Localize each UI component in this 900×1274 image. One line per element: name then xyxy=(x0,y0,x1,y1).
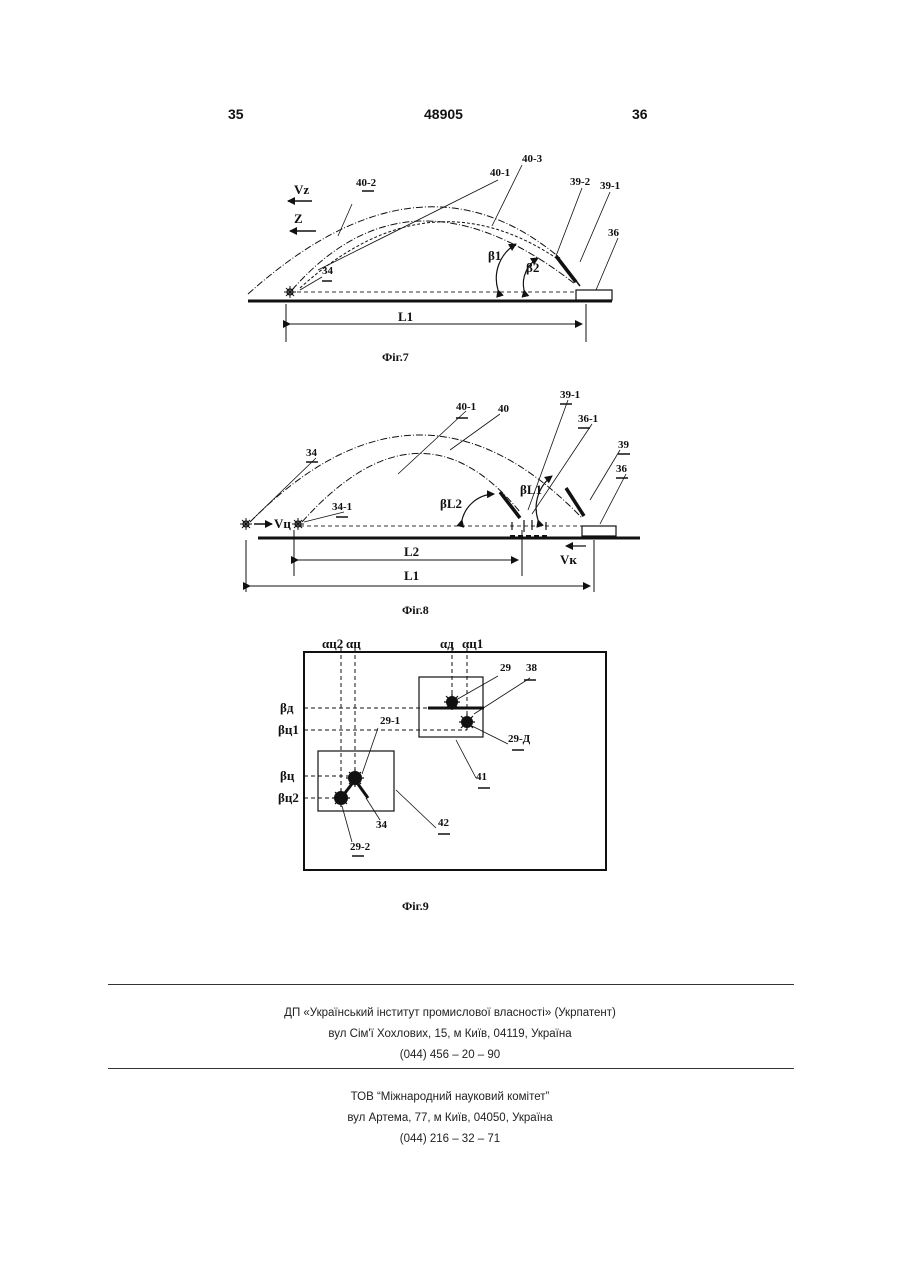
label-34-1: 34-1 xyxy=(332,501,352,513)
figure-8: 40-1 40 39-1 36-1 39 36 34 34-1 Vц Vк βL… xyxy=(240,389,640,617)
label-alpha-c1: αц1 xyxy=(462,636,483,651)
figure-7: 40-2 40-1 40-3 39-2 39-1 36 34 Vz Z β1 β… xyxy=(248,153,620,364)
divider-top xyxy=(108,984,794,985)
source-34-1-icon xyxy=(292,518,304,530)
translator-block: ТОВ “Міжнародний науковий комітет” вул А… xyxy=(0,1087,900,1150)
divider-bottom xyxy=(108,1068,794,1069)
label-vk: Vк xyxy=(560,552,577,567)
caption-fig7: Фіг.7 xyxy=(382,350,409,364)
label-36: 36 xyxy=(616,463,628,475)
publisher-address: вул Сім'ї Хохлових, 15, м Київ, 04119, У… xyxy=(0,1024,900,1045)
label-L1: L1 xyxy=(398,309,413,324)
label-beta-d: βд xyxy=(280,700,294,715)
translator-name: ТОВ “Міжнародний науковий комітет” xyxy=(0,1087,900,1108)
label-29-2: 29-2 xyxy=(350,841,371,853)
burst-29-d-icon xyxy=(459,714,475,730)
burst-29-1-icon xyxy=(346,769,364,787)
target-36 xyxy=(582,526,616,536)
label-alpha-d: αд xyxy=(440,636,454,651)
figure-9: αц2 αц αд αц1 βд βц1 βц βц2 29 38 29-1 2… xyxy=(278,636,606,913)
label-36: 36 xyxy=(608,227,620,239)
label-38: 38 xyxy=(526,662,538,674)
label-41: 41 xyxy=(476,771,487,783)
label-beta-c: βц xyxy=(280,768,295,783)
label-40: 40 xyxy=(498,403,510,415)
label-betaL2: βL2 xyxy=(440,496,462,511)
label-beta2: β2 xyxy=(526,260,539,275)
publisher-name: ДП «Український інститут промислової вла… xyxy=(0,1003,900,1024)
caption-fig9: Фіг.9 xyxy=(402,899,429,913)
label-beta-c1: βц1 xyxy=(278,722,299,737)
label-39: 39 xyxy=(618,439,630,451)
label-L2: L2 xyxy=(404,544,419,559)
label-40-2: 40-2 xyxy=(356,177,377,189)
label-42: 42 xyxy=(438,817,450,829)
label-36-1: 36-1 xyxy=(578,413,598,425)
label-vz: Vz xyxy=(294,182,309,197)
trajectory-40 xyxy=(250,435,582,522)
label-34: 34 xyxy=(322,265,334,277)
label-vc: Vц xyxy=(274,516,291,531)
label-34: 34 xyxy=(306,447,318,459)
label-beta1: β1 xyxy=(488,248,501,263)
label-40-1: 40-1 xyxy=(490,167,510,179)
label-29: 29 xyxy=(500,662,512,674)
label-39-1: 39-1 xyxy=(560,389,580,401)
label-40-3: 40-3 xyxy=(522,153,543,165)
label-34: 34 xyxy=(376,819,388,831)
publisher-block: ДП «Український інститут промислової вла… xyxy=(0,1003,900,1066)
label-29-1: 29-1 xyxy=(380,715,400,727)
caption-fig8: Фіг.8 xyxy=(402,603,429,617)
label-40-1: 40-1 xyxy=(456,401,476,413)
label-alpha-c2: αц2 xyxy=(322,636,343,651)
label-29-d: 29-Д xyxy=(508,733,531,745)
target-36 xyxy=(576,290,612,300)
label-betaL1: βL1 xyxy=(520,482,542,497)
source-34-icon xyxy=(240,518,252,530)
frame xyxy=(304,652,606,870)
figures-drawing: 40-2 40-1 40-3 39-2 39-1 36 34 Vz Z β1 β… xyxy=(0,0,900,960)
label-beta-c2: βц2 xyxy=(278,790,299,805)
trajectory-40-1 xyxy=(292,221,575,290)
translator-address: вул Артема, 77, м Київ, 04050, Україна xyxy=(0,1108,900,1129)
publisher-phone: (044) 456 – 20 – 90 xyxy=(0,1045,900,1066)
label-L1: L1 xyxy=(404,568,419,583)
label-39-1: 39-1 xyxy=(600,180,620,192)
translator-phone: (044) 216 – 32 – 71 xyxy=(0,1129,900,1150)
label-alpha-c: αц xyxy=(346,636,361,651)
label-39-2: 39-2 xyxy=(570,176,591,188)
label-z: Z xyxy=(294,211,303,226)
